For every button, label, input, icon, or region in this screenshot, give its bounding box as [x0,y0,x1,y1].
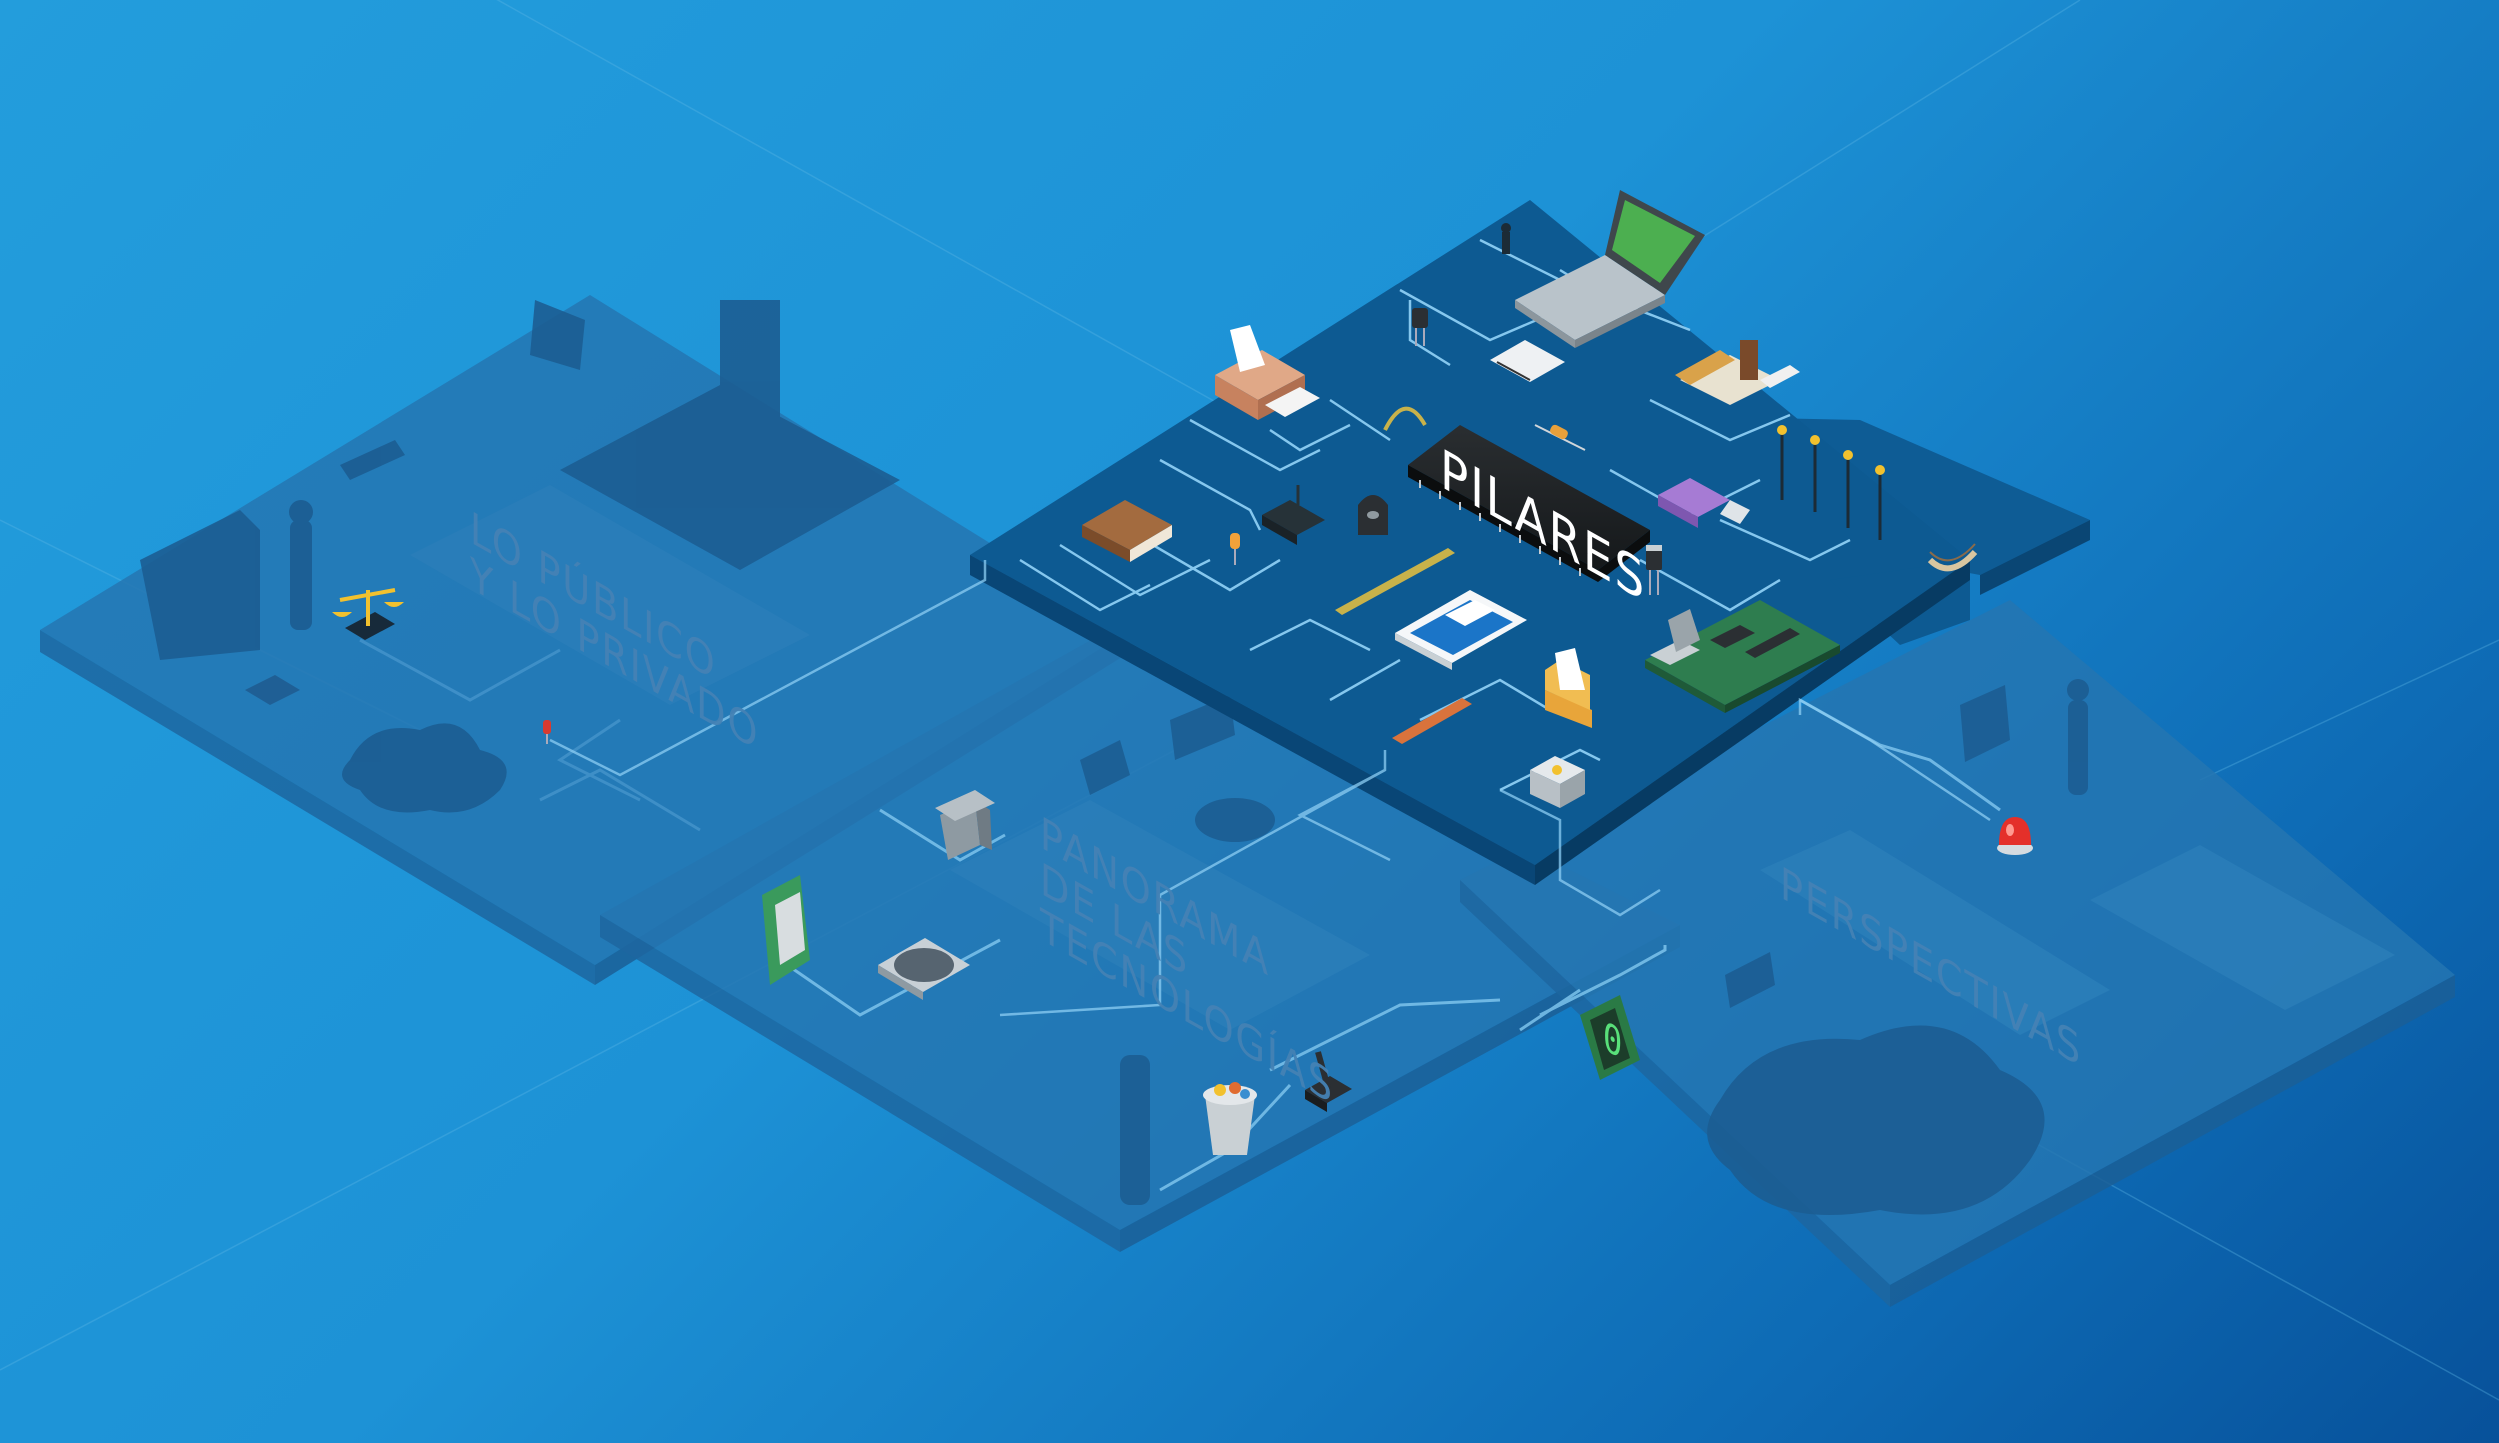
sensor-icon [1358,495,1388,535]
street-lamp-icon [1780,435,1882,540]
board-perspectives[interactable] [1460,600,2455,1307]
resistor-icon [1534,424,1586,451]
pillar-silhouette-icon [1120,1055,1150,1205]
notebook-icon [1082,500,1172,562]
person-silhouette-icon [290,520,312,630]
computer-silhouette-icon [530,300,585,370]
resistor-icon [1392,698,1472,744]
alarm-light-icon [1997,817,2033,855]
jumper-wire-icon [1383,406,1427,431]
printer-icon [1215,325,1320,420]
motor-part-icon [1203,1082,1257,1155]
building-silhouette-icon [560,385,900,570]
bridge-icon [1927,543,1978,572]
ic-chip-icon [245,675,300,705]
folder-icon [1545,648,1592,728]
cooling-fan-icon [878,938,970,1000]
seven-segment-digit: 0 [1603,1013,1623,1069]
scales-of-justice-icon [332,588,404,640]
transistor-icon [1646,545,1662,595]
building-silhouette-icon [720,300,780,440]
trash-bin-icon [935,790,995,860]
person-silhouette-icon [2068,700,2088,795]
stepper-motor-icon [1530,756,1585,808]
pillars-chip [1408,425,1650,582]
board-technology-panorama[interactable] [600,635,1680,1252]
notepad-icon [1490,340,1565,382]
led-icon [543,720,551,744]
arduino-board-icon [1645,600,1840,713]
laptop-icon [1515,190,1705,348]
building-silhouette-icon [140,510,260,660]
person-silhouette-icon [1502,232,1510,254]
seven-segment-display-icon [1580,995,1640,1080]
splat-shape-icon [342,723,507,813]
sensor-board-icon [762,875,810,985]
smartphone-icon [1395,590,1527,670]
router-icon [1262,485,1325,545]
usb-drive-icon [1658,478,1750,528]
led-icon [1230,533,1240,565]
books-icon [1675,340,1800,405]
joystick-icon [1305,1051,1352,1112]
board-pillars[interactable] [549,190,2090,1017]
splat-shape-icon [1707,1025,2045,1215]
transistor-icon [1412,308,1428,346]
resistor-icon [1335,548,1455,615]
